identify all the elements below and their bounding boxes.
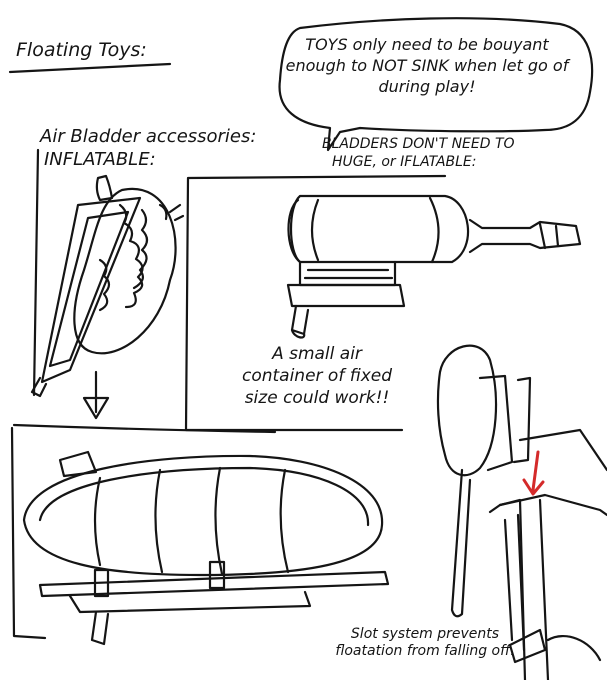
speech-bubble-outline <box>278 17 594 152</box>
fixed-container-heading-line2: HUGE, or IFLATABLE: <box>332 154 477 171</box>
inflatable-bladder-drawing <box>30 174 185 398</box>
air-bladder-heading-line1: Air Bladder accessories: <box>40 126 257 147</box>
page-title: Floating Toys: <box>16 39 147 61</box>
air-bladder-heading-line2: INFLATABLE: <box>44 148 156 170</box>
fixed-container-caption: A small air container of fixed size coul… <box>241 344 393 408</box>
panel-frame-air-bladder <box>32 148 40 397</box>
title-underline <box>8 62 172 74</box>
fixed-container-heading: BLADDERS DON'T NEED TO HUGE, or IFLATABL… <box>322 135 515 171</box>
panel-frame-float-mount <box>10 423 277 640</box>
slot-system-drawing <box>436 344 607 680</box>
red-arrow <box>522 450 545 496</box>
float-mount-drawing <box>22 450 390 646</box>
fixed-container-heading-line1: BLADDERS DON'T NEED TO <box>322 136 515 152</box>
down-arrow <box>82 370 110 420</box>
slot-system-caption: Slot system prevents floatation from fal… <box>335 626 515 659</box>
air-bladder-heading: Air Bladder accessories: INFLATABLE: <box>40 126 256 171</box>
speech-bubble-text: TOYS only need to be bouyant enough to N… <box>285 35 569 97</box>
air-container-drawing <box>286 194 582 339</box>
